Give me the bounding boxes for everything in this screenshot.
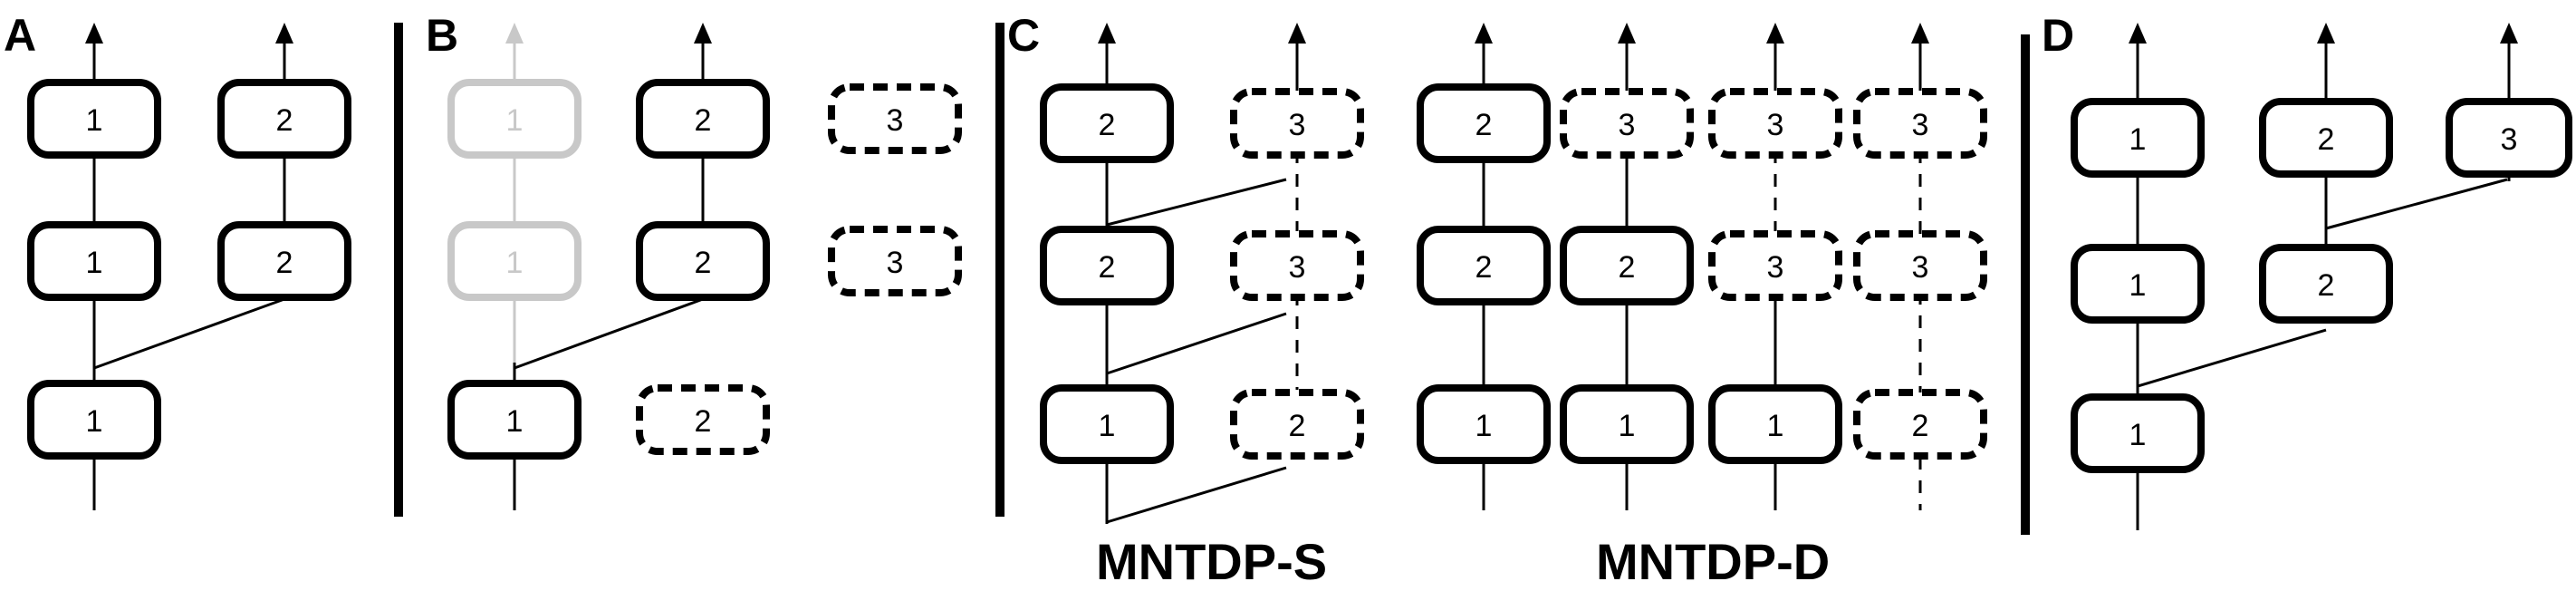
module: 1: [2071, 98, 2205, 178]
svg-text:3: 3: [1619, 108, 1636, 142]
svg-text:3: 3: [1767, 250, 1784, 285]
svg-text:3: 3: [1767, 108, 1784, 142]
module: 3: [1708, 88, 1842, 159]
svg-text:1: 1: [2129, 122, 2147, 157]
svg-text:3: 3: [1289, 250, 1306, 285]
module: 1: [2071, 244, 2205, 324]
module: 1: [1417, 384, 1551, 464]
module: 3: [1853, 88, 1987, 159]
panel-c-mntdp-s: 2 3 2 3 1 2: [1040, 23, 1364, 524]
svg-text:3: 3: [1912, 108, 1929, 142]
svg-text:1: 1: [86, 103, 103, 138]
module: 2: [636, 384, 770, 455]
svg-text:1: 1: [506, 246, 524, 280]
module: 3: [1708, 230, 1842, 301]
svg-text:3: 3: [1912, 250, 1929, 285]
module: 1: [447, 221, 582, 301]
module: 2: [636, 79, 770, 159]
panel-b-label: B: [426, 10, 459, 61]
module: 3: [1853, 230, 1987, 301]
panel-c-label: C: [1007, 10, 1041, 61]
module: 3: [828, 226, 962, 296]
svg-text:1: 1: [86, 404, 103, 439]
module: 1: [2071, 393, 2205, 473]
svg-text:1: 1: [1099, 409, 1116, 443]
module: 3: [828, 83, 962, 154]
svg-text:3: 3: [2501, 122, 2518, 157]
svg-text:3: 3: [1289, 108, 1306, 142]
svg-text:1: 1: [2129, 268, 2147, 303]
module: 1: [447, 79, 582, 159]
panel-d: 1 2 3 1 2 1: [2071, 23, 2572, 530]
module: 2: [1040, 83, 1174, 163]
panel-b: 1 2 3 1 2 3 1 2: [447, 23, 962, 510]
svg-text:2: 2: [1475, 108, 1493, 142]
svg-text:2: 2: [1289, 409, 1306, 443]
svg-text:1: 1: [1767, 409, 1784, 443]
module: 1: [27, 380, 161, 460]
svg-text:2: 2: [1912, 409, 1929, 443]
module: 2: [2259, 98, 2393, 178]
svg-text:2: 2: [276, 246, 293, 280]
module: 2: [217, 79, 351, 159]
svg-text:2: 2: [1099, 108, 1116, 142]
module: 2: [1417, 83, 1551, 163]
module: 2: [1853, 389, 1987, 460]
svg-text:2: 2: [1099, 250, 1116, 285]
module: 2: [636, 221, 770, 301]
panel-a-label: A: [4, 10, 37, 61]
module: 2: [217, 221, 351, 301]
svg-text:2: 2: [276, 103, 293, 138]
module: 3: [1230, 230, 1364, 301]
module: 3: [2446, 98, 2572, 178]
module: 3: [1230, 88, 1364, 159]
module: 2: [1417, 226, 1551, 305]
module: 2: [2259, 244, 2393, 324]
svg-text:1: 1: [86, 246, 103, 280]
svg-text:1: 1: [506, 404, 524, 439]
module: 1: [27, 79, 161, 159]
module: 1: [1040, 384, 1174, 464]
svg-text:1: 1: [1619, 409, 1636, 443]
module: 3: [1560, 88, 1694, 159]
svg-text:3: 3: [887, 246, 904, 280]
svg-text:1: 1: [2129, 418, 2147, 452]
module: 1: [1560, 384, 1694, 464]
svg-text:2: 2: [1619, 250, 1636, 285]
mntdp-d-caption: MNTDP-D: [1596, 533, 1831, 590]
svg-text:2: 2: [695, 404, 712, 439]
module: 1: [1708, 384, 1842, 464]
svg-text:2: 2: [1475, 250, 1493, 285]
svg-text:3: 3: [887, 103, 904, 138]
svg-text:1: 1: [1475, 409, 1493, 443]
svg-text:2: 2: [695, 103, 712, 138]
panel-d-label: D: [2042, 10, 2075, 61]
module: 1: [27, 221, 161, 301]
module: 2: [1040, 226, 1174, 305]
module: 2: [1230, 389, 1364, 460]
module: 2: [1560, 226, 1694, 305]
svg-text:2: 2: [695, 246, 712, 280]
mntdp-s-caption: MNTDP-S: [1096, 533, 1328, 590]
panel-c-mntdp-d: 2 3 3 3 2 2 3 3 1 1 1 2: [1417, 23, 1987, 510]
svg-text:2: 2: [2318, 268, 2335, 303]
svg-text:2: 2: [2318, 122, 2335, 157]
module: 1: [447, 380, 582, 460]
svg-text:1: 1: [506, 103, 524, 138]
panel-a: 1 2 1 2 1: [27, 23, 351, 510]
